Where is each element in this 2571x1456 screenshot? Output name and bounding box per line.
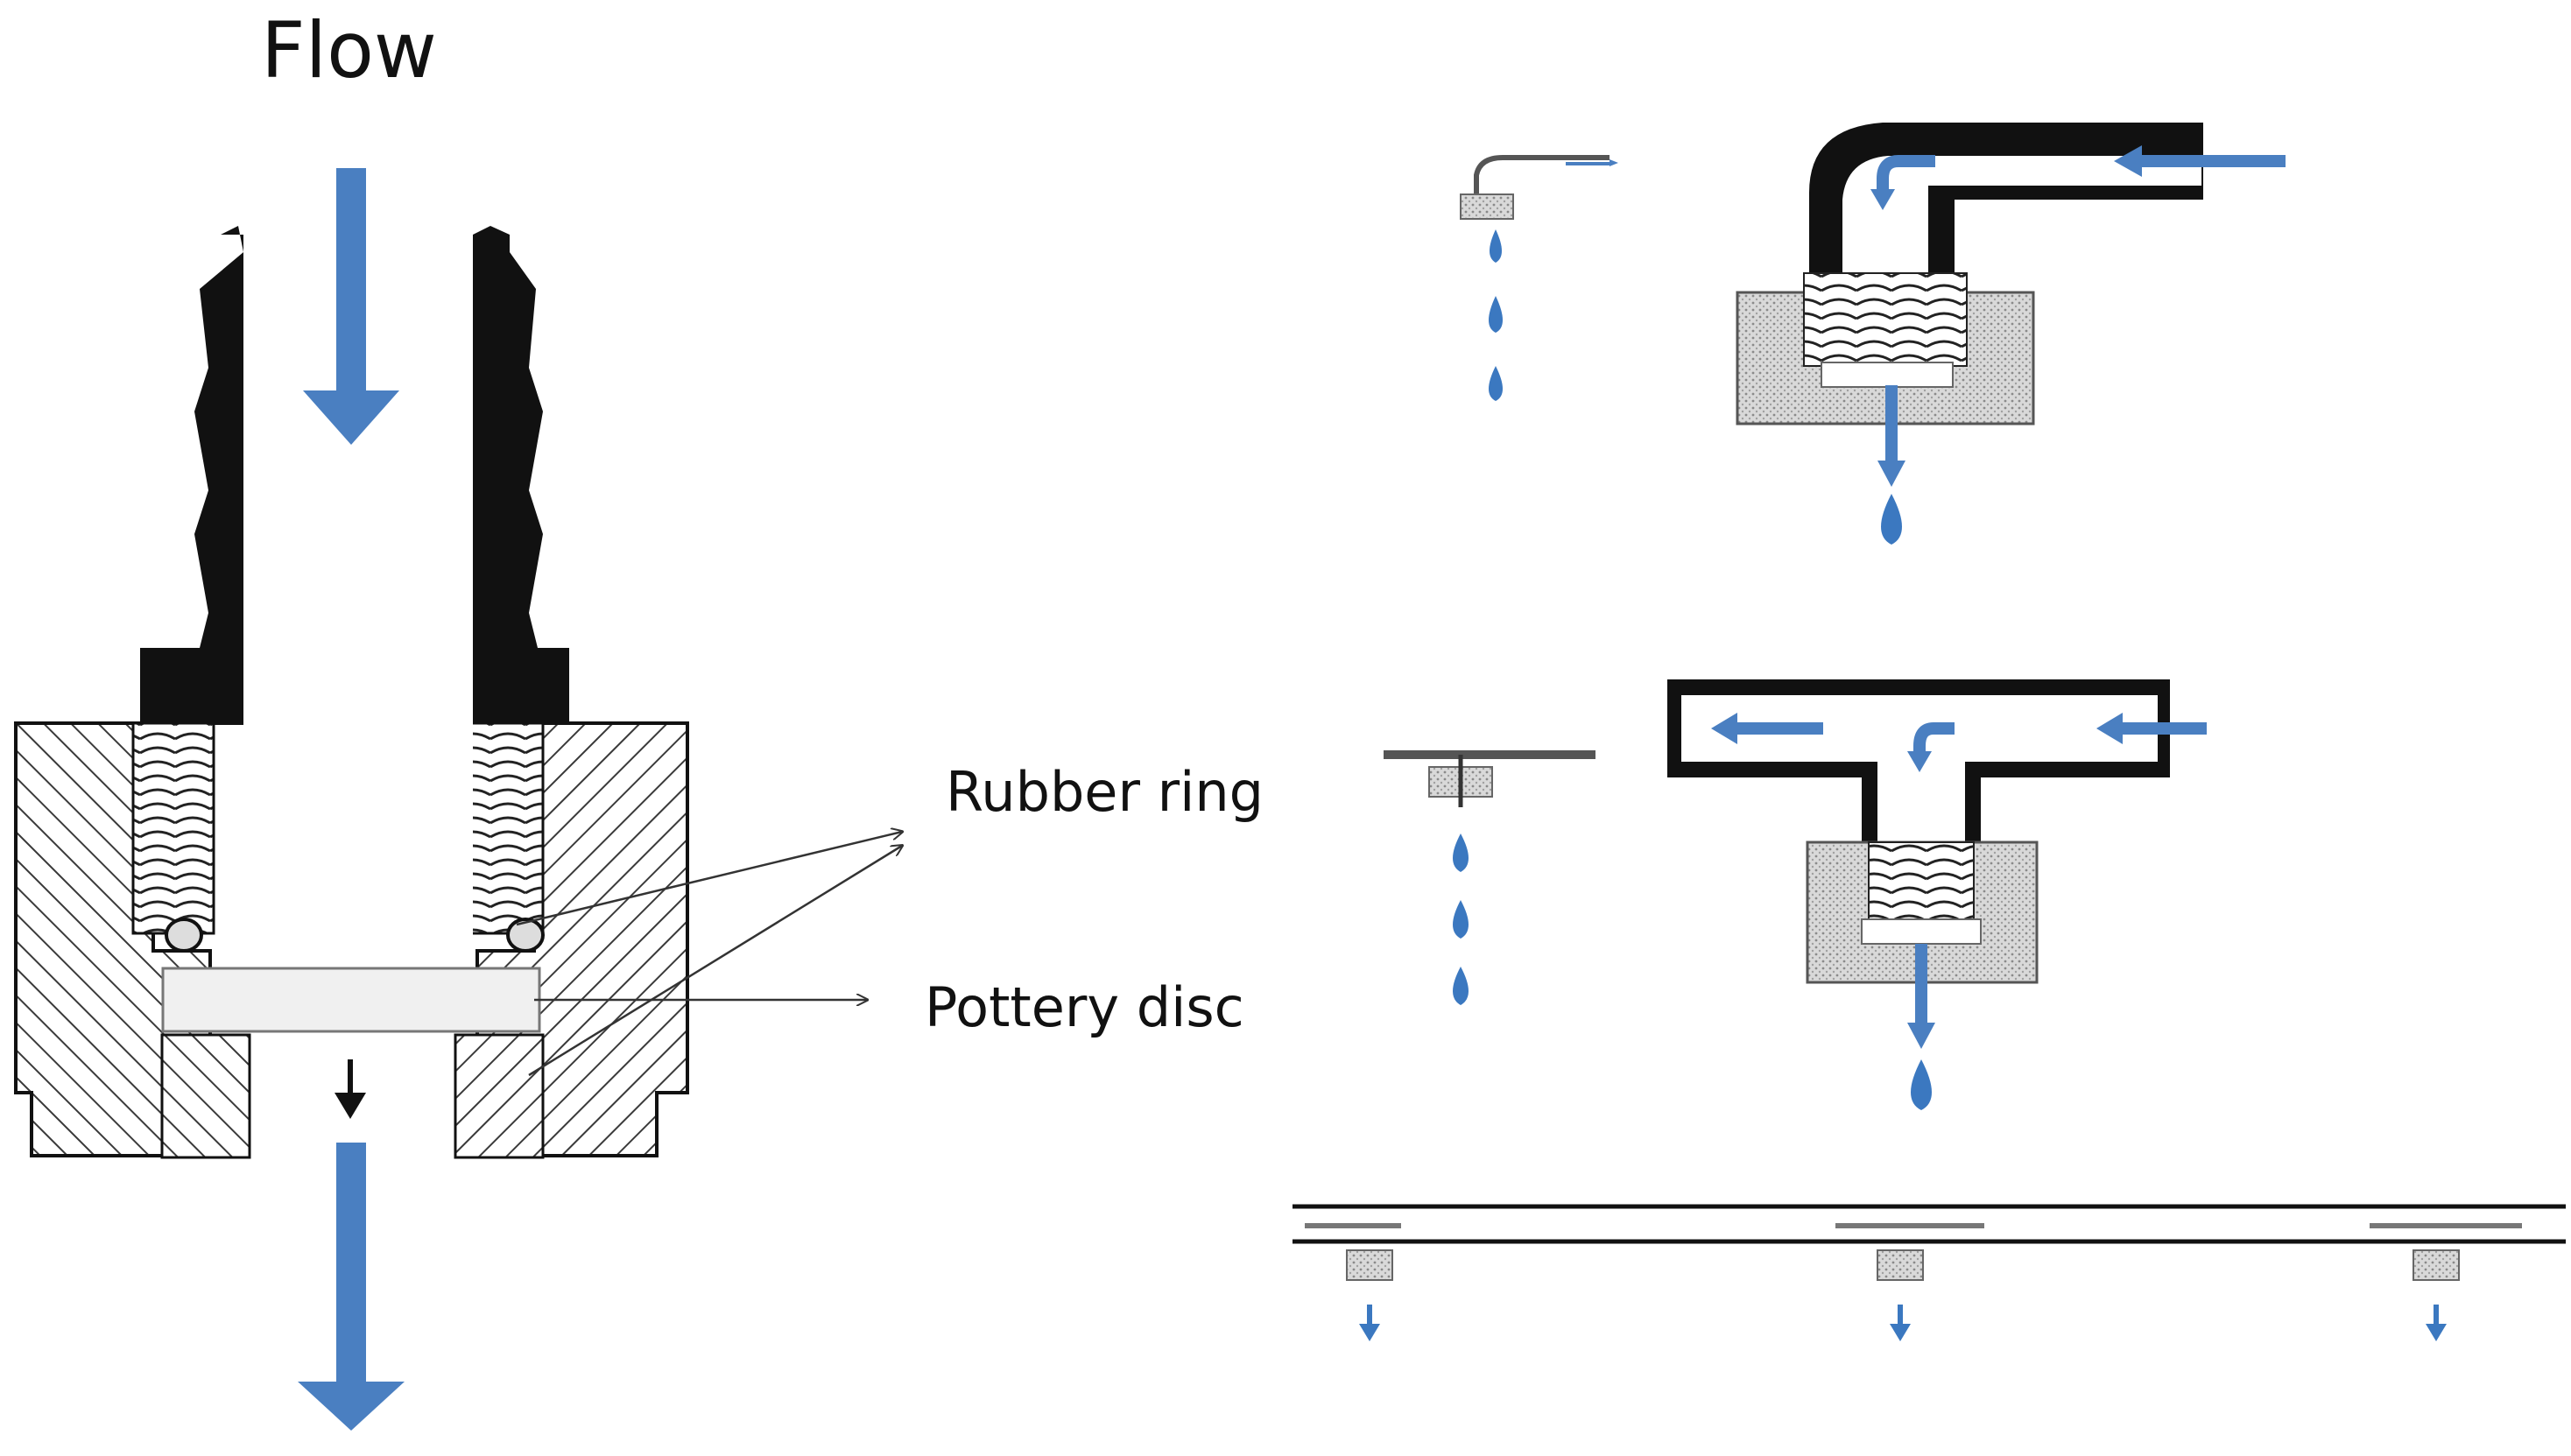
lateral-pipe-line [1293,1204,2566,1341]
emitter-cross-section [14,226,689,1159]
thread-left [131,721,215,935]
line-emitter-2 [1835,1223,1984,1341]
water-drop [1453,834,1469,872]
stem-right-wall [473,226,569,723]
pottery-disc-label: Pottery disc [925,975,1244,1039]
rubber-ring-left [165,918,203,953]
inner-sleeve-right [454,1033,545,1159]
rubber-ring-right [506,918,545,953]
line-emitter-3 [2370,1223,2522,1341]
water-drop [1911,1059,1932,1110]
water-drop [1490,229,1502,263]
flow-arrow-out [298,1143,405,1431]
water-drop [1453,967,1469,1005]
leader-lines [516,832,902,1077]
large-tee-emitter [1667,679,2207,1110]
flow-arrow-in [303,168,399,445]
outlet-small-arrow [335,1093,366,1119]
water-drop [1489,366,1503,401]
large-elbow-emitter [1736,123,2286,545]
small-tee-emitter [1384,750,1595,1005]
thread-right [461,721,545,935]
small-elbow-emitter [1460,155,1618,401]
water-drop [1881,494,1902,545]
line-emitter-1 [1305,1223,1401,1341]
pottery-disc [161,967,541,1033]
flow-label: Flow [261,5,437,95]
stem-left-wall [140,226,243,723]
rubber-ring-label: Rubber ring [946,760,1264,824]
inner-sleeve-left [160,1033,251,1159]
water-drop [1453,900,1469,939]
water-drop [1489,296,1503,333]
